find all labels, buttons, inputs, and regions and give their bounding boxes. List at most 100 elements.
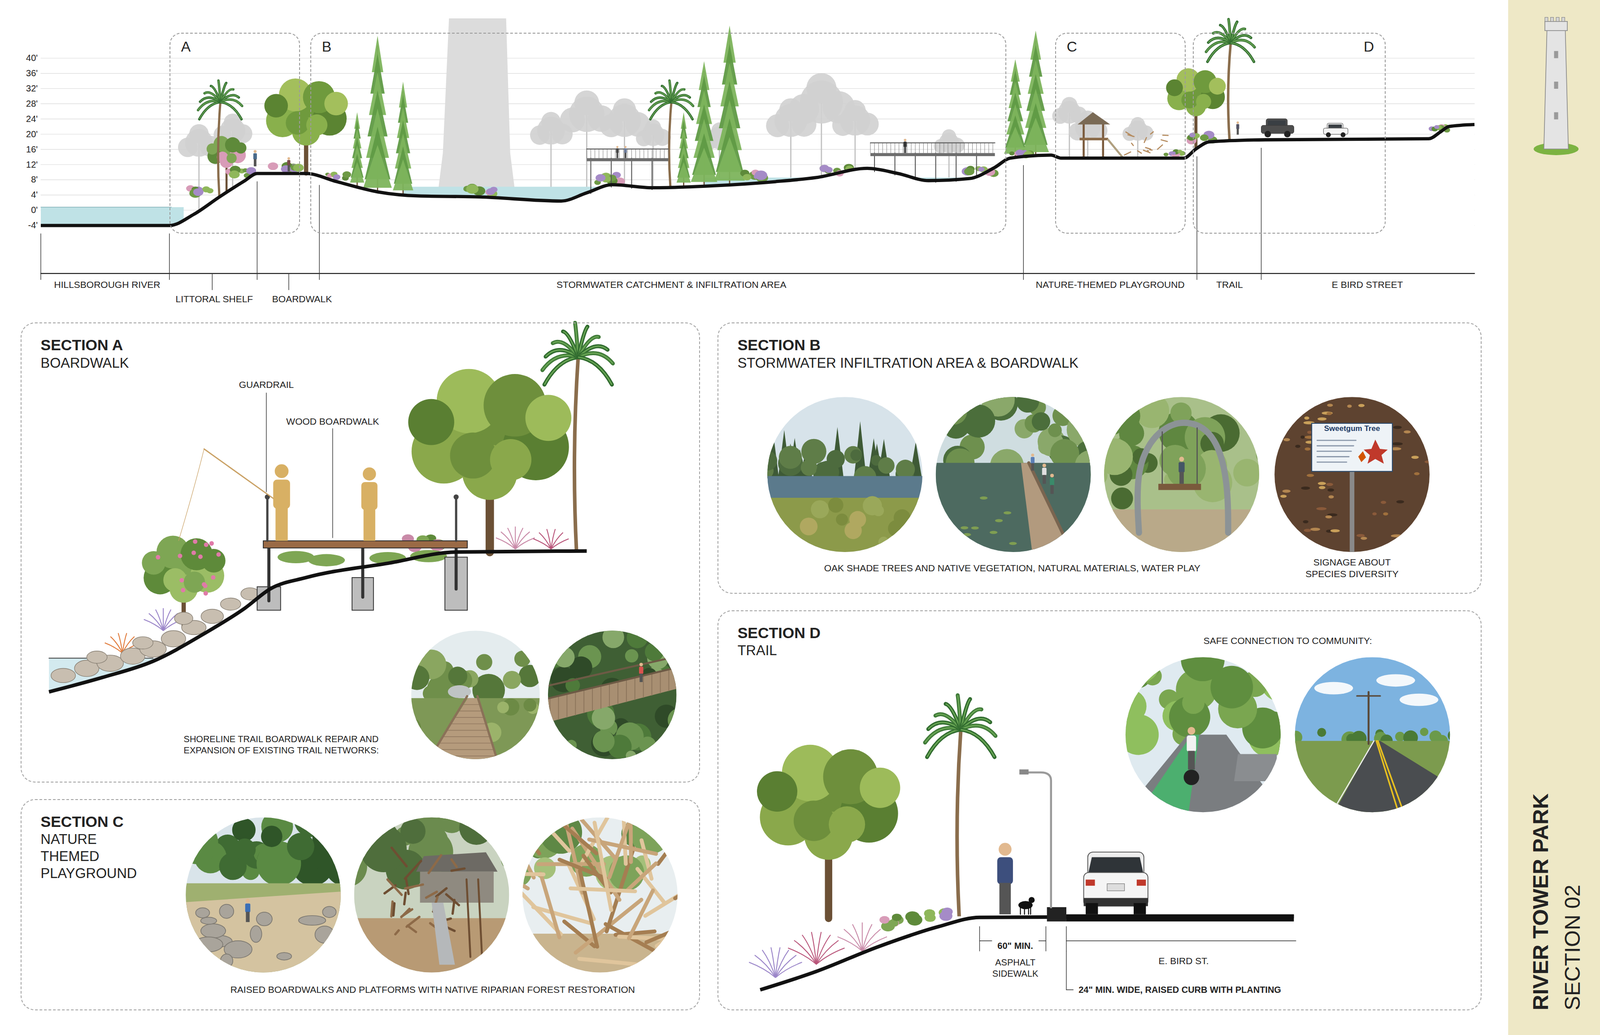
photo-foliage: [878, 536, 890, 548]
person-body: [361, 482, 378, 510]
photo-foliage: [1111, 487, 1134, 510]
tree-canopy: [859, 767, 900, 809]
section-letter: D: [1204, 38, 1374, 56]
photo-boulder: [194, 936, 223, 952]
photo-foliage: [894, 541, 904, 551]
section-panel: SECTION CNATURE THEMED PLAYGROUND: [20, 799, 700, 1011]
photo-area: [1295, 656, 1451, 743]
photo-car: [1234, 754, 1277, 782]
photo: [326, 796, 536, 981]
photo-mulch: [1403, 430, 1411, 434]
number-plate: [1107, 883, 1125, 892]
photo-chain: [1161, 431, 1163, 487]
photo-roof: [416, 852, 498, 872]
bridge-baluster: [586, 148, 587, 158]
bridge-baluster: [652, 148, 653, 158]
photo: [390, 630, 541, 763]
photo-road-edge: [1329, 740, 1374, 817]
person-legs: [363, 508, 376, 541]
bridge-baluster: [874, 143, 875, 154]
person-body: [245, 903, 251, 913]
dog-leg: [1028, 907, 1030, 915]
photo-mulch: [1382, 512, 1388, 516]
dimension-tick: [979, 926, 980, 952]
bridge-post: [651, 158, 653, 190]
car-window: [1267, 120, 1286, 126]
elevation-mark: 40': [26, 52, 38, 64]
sign-text-line: [1317, 450, 1352, 453]
photo-foliage: [286, 832, 315, 861]
palm-frond-light: [220, 102, 242, 120]
photo-road-line: [1378, 740, 1406, 817]
photo-foliage: [500, 847, 524, 871]
street-lamp: [1026, 772, 1052, 909]
person-body: [616, 148, 619, 153]
bridge-baluster: [984, 143, 985, 154]
photo-boulder: [200, 917, 218, 925]
photo-road: [1117, 734, 1289, 820]
bridge-baluster: [631, 148, 632, 158]
bridge-baluster: [927, 143, 928, 154]
grass-blade: [515, 537, 535, 549]
annotation: Sweetgum Tree: [1324, 423, 1381, 434]
photo-mulch: [1283, 438, 1291, 442]
photo-mulch: [1396, 500, 1405, 504]
shrub: [229, 170, 240, 179]
photo-foliage: [1016, 389, 1040, 413]
palm-frond-light: [1206, 41, 1231, 53]
photo-foliage: [592, 730, 615, 753]
palm-frond: [1230, 43, 1254, 62]
photo-foliage: [961, 404, 996, 438]
grass-blade: [118, 633, 123, 654]
photo-foliage: [165, 807, 201, 844]
background-tree: [189, 124, 209, 144]
bridge-baluster: [619, 148, 620, 158]
photo-log: [627, 863, 657, 891]
photo-foliage: [800, 517, 818, 536]
callout-box: D: [1192, 32, 1386, 234]
tower-icon: [1533, 17, 1579, 156]
bridge-post: [955, 152, 957, 182]
fishing-line: [178, 448, 205, 541]
photo: [757, 396, 923, 560]
photo-foliage: [675, 745, 686, 756]
annotation: SHORELINE TRAIL BOARDWALK REPAIR AND EXP…: [183, 733, 407, 757]
bridge-post: [976, 152, 978, 178]
photo-log: [540, 873, 560, 938]
photo-log: [520, 924, 546, 968]
photo: [1289, 656, 1466, 820]
photo: [1274, 395, 1434, 557]
palm-frond-light: [542, 355, 579, 371]
grid-line: [40, 118, 1475, 120]
bridge-baluster: [643, 148, 644, 158]
photo-mulch: [1313, 395, 1321, 399]
photo-cloud: [1399, 693, 1439, 707]
palm-frond: [671, 102, 693, 120]
photo-stick: [406, 878, 409, 895]
bridge-baluster: [960, 143, 961, 154]
photo-road: [1329, 740, 1458, 820]
person-legs: [999, 882, 1011, 915]
grass-blade: [770, 947, 776, 978]
shrub: [754, 170, 768, 180]
bridge-baluster: [915, 143, 916, 154]
shrub: [486, 188, 496, 196]
photo-foliage: [826, 449, 845, 469]
photo-boulder: [219, 904, 234, 919]
photo-mulch: [1356, 534, 1365, 538]
photo-mulch: [1424, 434, 1431, 438]
photo-foliage: [654, 704, 679, 728]
photo-plank: [583, 689, 585, 713]
grass-blade: [507, 527, 516, 549]
photo-foliage: [1117, 639, 1161, 683]
photo-foliage: [486, 796, 530, 841]
photo-mulch: [1358, 404, 1365, 408]
photo-log: [579, 958, 645, 966]
car: [1083, 852, 1148, 915]
photo-mulch: [1411, 455, 1419, 459]
palm-frond: [960, 729, 995, 757]
bridge-baluster: [976, 143, 977, 154]
annotation: HILLSBOROUGH RIVER: [53, 278, 161, 291]
dimension-line: [1066, 940, 1296, 941]
grass-blade: [551, 532, 564, 549]
